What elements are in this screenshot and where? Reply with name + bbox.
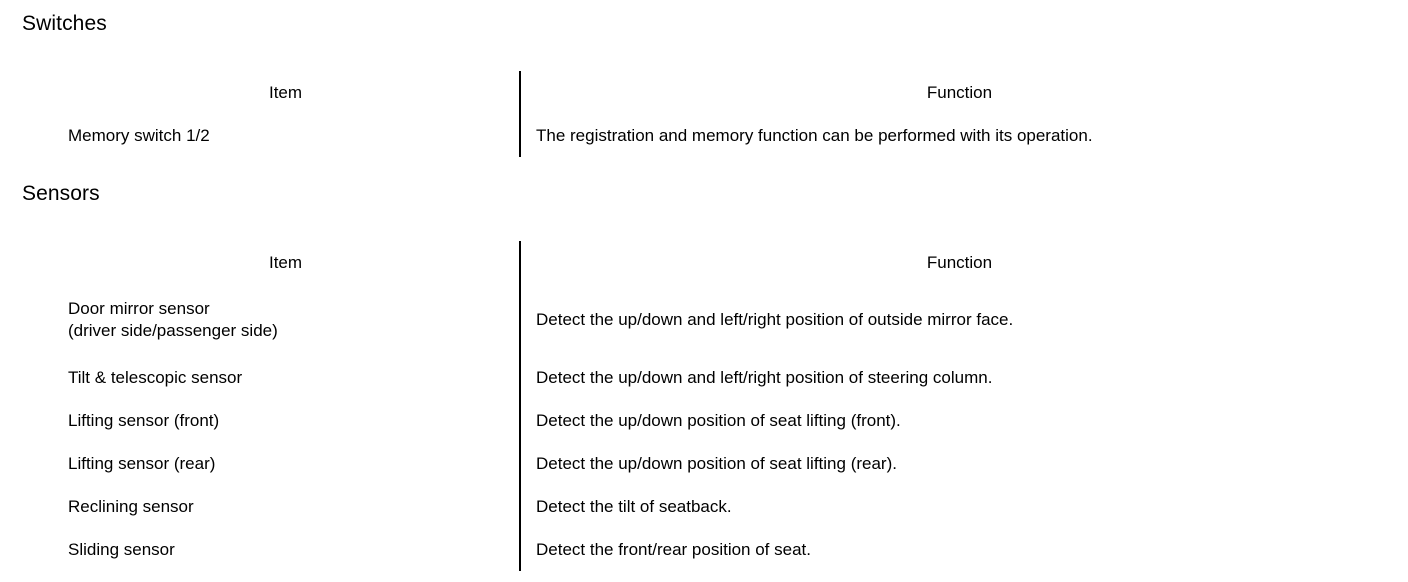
cell-item: Lifting sensor (rear) bbox=[52, 442, 521, 485]
table-row: Sliding sensor Detect the front/rear pos… bbox=[52, 528, 1398, 571]
table-row: Reclining sensor Detect the tilt of seat… bbox=[52, 485, 1398, 528]
table-row: Lifting sensor (front) Detect the up/dow… bbox=[52, 399, 1398, 442]
column-header-function-label: Function bbox=[926, 82, 993, 102]
column-header-item: Item bbox=[52, 241, 521, 284]
cell-item-text: Lifting sensor (front) bbox=[68, 410, 220, 430]
column-header-item: Item bbox=[52, 71, 521, 114]
cell-function: Detect the up/down position of seat lift… bbox=[520, 399, 1398, 442]
table-header-row: Item Function bbox=[52, 241, 1398, 284]
section-heading-sensors: Sensors bbox=[22, 182, 100, 205]
cell-function-text: Detect the front/rear position of seat. bbox=[536, 539, 811, 559]
table-header-row: Item Function bbox=[52, 71, 1398, 114]
table-row: Lifting sensor (rear) Detect the up/down… bbox=[52, 442, 1398, 485]
cell-function: Detect the tilt of seatback. bbox=[520, 485, 1398, 528]
cell-item: Door mirror sensor (driver side/passenge… bbox=[52, 284, 521, 356]
cell-item-text: Reclining sensor bbox=[68, 496, 194, 516]
cell-function-text: Detect the tilt of seatback. bbox=[536, 496, 732, 516]
switches-table: Item Function Memory switch 1/2 The regi… bbox=[52, 71, 1398, 157]
column-header-item-label: Item bbox=[268, 252, 303, 272]
cell-function-text: Detect the up/down position of seat lift… bbox=[536, 410, 901, 430]
cell-item: Memory switch 1/2 bbox=[52, 114, 521, 157]
cell-function-text: Detect the up/down and left/right positi… bbox=[536, 310, 1014, 330]
column-header-item-label: Item bbox=[268, 82, 303, 102]
cell-function-text: Detect the up/down and left/right positi… bbox=[536, 367, 993, 387]
cell-function: Detect the up/down position of seat lift… bbox=[520, 442, 1398, 485]
section-heading-switches: Switches bbox=[22, 12, 107, 35]
cell-item: Tilt & telescopic sensor bbox=[52, 356, 521, 399]
cell-item-text: Tilt & telescopic sensor bbox=[68, 367, 243, 387]
cell-function: Detect the front/rear position of seat. bbox=[520, 528, 1398, 571]
cell-item-text: Lifting sensor (rear) bbox=[68, 453, 216, 473]
table-row: Door mirror sensor (driver side/passenge… bbox=[52, 284, 1398, 356]
cell-item: Sliding sensor bbox=[52, 528, 521, 571]
cell-function: Detect the up/down and left/right positi… bbox=[520, 284, 1398, 356]
cell-function-text: Detect the up/down position of seat lift… bbox=[536, 453, 897, 473]
table-row: Tilt & telescopic sensor Detect the up/d… bbox=[52, 356, 1398, 399]
column-header-function: Function bbox=[520, 71, 1398, 114]
cell-item-text: Door mirror sensor (driver side/passenge… bbox=[68, 299, 278, 340]
cell-item: Reclining sensor bbox=[52, 485, 521, 528]
table-row: Memory switch 1/2 The registration and m… bbox=[52, 114, 1398, 157]
cell-function: The registration and memory function can… bbox=[520, 114, 1398, 157]
cell-function: Detect the up/down and left/right positi… bbox=[520, 356, 1398, 399]
cell-function-text: The registration and memory function can… bbox=[536, 125, 1093, 145]
sensors-table: Item Function Door mirror sensor (driver… bbox=[52, 241, 1398, 571]
column-header-function: Function bbox=[520, 241, 1398, 284]
column-header-function-label: Function bbox=[926, 252, 993, 272]
cell-item-text: Memory switch 1/2 bbox=[68, 125, 210, 145]
cell-item-text: Sliding sensor bbox=[68, 539, 175, 559]
cell-item: Lifting sensor (front) bbox=[52, 399, 521, 442]
